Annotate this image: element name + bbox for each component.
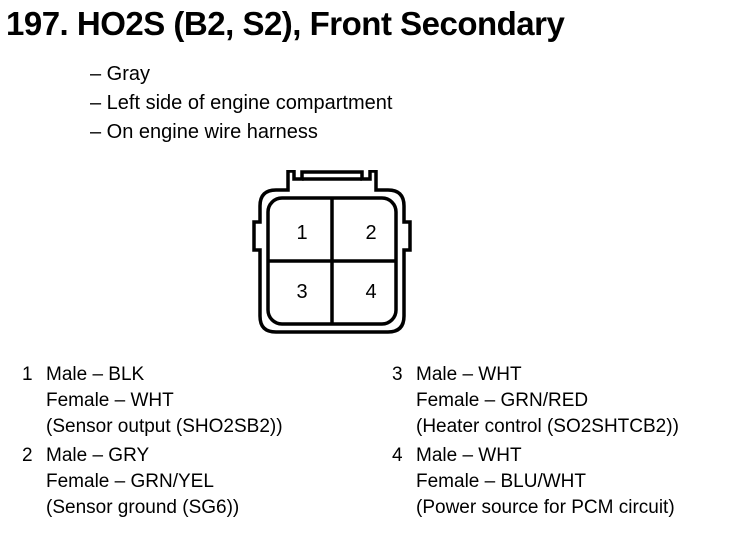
pin-function: (Sensor output (SHO2SB2)) bbox=[46, 416, 283, 437]
pinout-list-right: 3 Male – WHT Female – GRN/RED (Heater co… bbox=[392, 362, 679, 524]
pinout-4: 4 Male – WHT Female – BLU/WHT (Power sou… bbox=[392, 443, 679, 521]
pin-number: 4 bbox=[392, 445, 403, 466]
pin-label-3: 3 bbox=[296, 281, 307, 303]
pin-number: 2 bbox=[22, 445, 33, 466]
female-wire: Female – GRN/RED bbox=[416, 390, 589, 411]
page-title: 197. HO2S (B2, S2), Front Secondary bbox=[6, 5, 565, 42]
detail-color: – Gray bbox=[90, 63, 151, 85]
male-wire: Male – BLK bbox=[46, 364, 145, 385]
pin-number: 3 bbox=[392, 364, 403, 385]
pin-function: (Sensor ground (SG6)) bbox=[46, 497, 240, 518]
pin-label-2: 2 bbox=[365, 222, 376, 244]
pin-number: 1 bbox=[22, 364, 33, 385]
connector-details: – Gray – Left side of engine compartment… bbox=[90, 60, 392, 147]
detail-location: – Left side of engine compartment bbox=[90, 92, 393, 114]
male-wire: Male – WHT bbox=[416, 445, 522, 466]
pinout-3: 3 Male – WHT Female – GRN/RED (Heater co… bbox=[392, 362, 679, 440]
pinout-list-left: 1 Male – BLK Female – WHT (Sensor output… bbox=[22, 362, 283, 524]
pin-label-1: 1 bbox=[296, 222, 307, 244]
connector-housing bbox=[252, 170, 412, 334]
female-wire: Female – WHT bbox=[46, 390, 174, 411]
pin-function: (Heater control (SO2SHTCB2)) bbox=[416, 416, 679, 437]
pinout-2: 2 Male – GRY Female – GRN/YEL (Sensor gr… bbox=[22, 443, 283, 521]
connector-diagram: 1 2 3 4 bbox=[252, 170, 412, 334]
pinout-1: 1 Male – BLK Female – WHT (Sensor output… bbox=[22, 362, 283, 440]
female-wire: Female – BLU/WHT bbox=[416, 471, 586, 492]
pin-label-4: 4 bbox=[365, 281, 376, 303]
male-wire: Male – GRY bbox=[46, 445, 150, 466]
male-wire: Male – WHT bbox=[416, 364, 522, 385]
female-wire: Female – GRN/YEL bbox=[46, 471, 214, 492]
pin-function: (Power source for PCM circuit) bbox=[416, 497, 675, 518]
detail-harness: – On engine wire harness bbox=[90, 121, 318, 143]
